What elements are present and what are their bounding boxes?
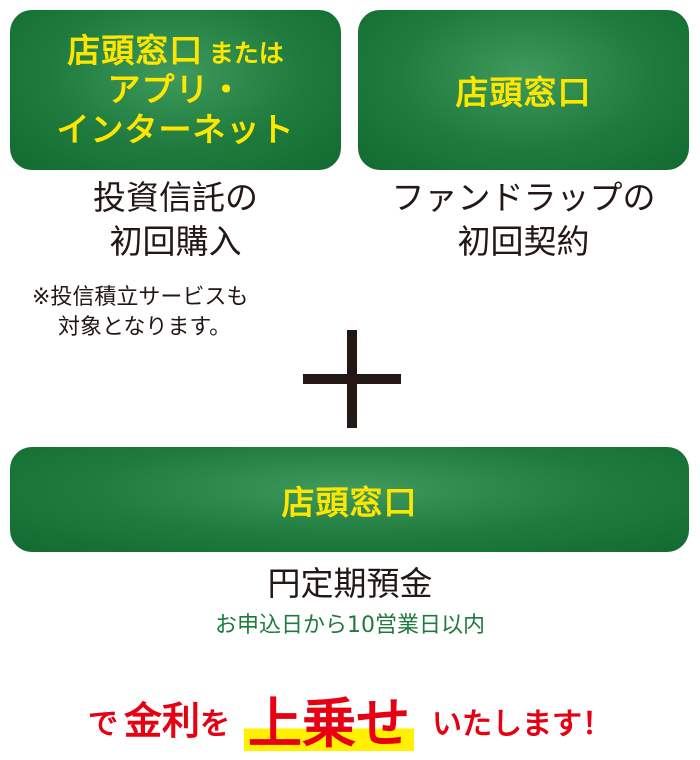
- benefit-tail: いたします！: [432, 707, 612, 742]
- channel-store-label-bottom: 店頭窓口: [281, 482, 418, 522]
- fund-note: ※投信積立サービスも 対象となります。: [32, 283, 332, 343]
- channel-store-label-right: 店頭窓口: [455, 73, 592, 112]
- fund-note-line1: ※投信積立サービスも: [32, 285, 249, 310]
- benefit-interest: 金利: [123, 699, 200, 743]
- channel-box-store: 店頭窓口: [358, 10, 689, 170]
- condition-fund-purchase: 投資信託の 初回購入: [10, 176, 341, 263]
- channel-store-label: 店頭窓口: [67, 30, 204, 70]
- deposit-note: お申込日から10営業日以内: [215, 613, 485, 638]
- benefit-bonus-highlight: 上乗せ: [244, 697, 414, 751]
- deposit-title: 円定期預金: [267, 564, 433, 603]
- benefit-message: で 金利 を 上乗せ いたします！: [0, 690, 700, 751]
- fund-note-line2: 対象となります。: [58, 314, 232, 340]
- condition-fund-line1: 投資信託の: [93, 178, 258, 217]
- condition-wrap-line1: ファンドラップの: [391, 178, 656, 217]
- condition-wrap-line2: 初回契約: [457, 221, 590, 261]
- condition-fund-line2: 初回購入: [109, 221, 242, 261]
- channel-internet-label: インターネット: [56, 109, 295, 149]
- channel-or-label: または: [208, 38, 284, 68]
- channel-app-label: アプリ・: [107, 70, 244, 110]
- channel-box-store-deposit: 店頭窓口: [10, 447, 689, 552]
- channel-box-app-internet: 店頭窓口 または アプリ・ インターネット: [10, 10, 341, 170]
- plus-icon: [303, 330, 401, 428]
- channel-line-1: 店頭窓口 または: [67, 31, 284, 71]
- benefit-de: で: [87, 707, 118, 742]
- condition-fund-wrap: ファンドラップの 初回契約: [358, 176, 689, 263]
- benefit-wo: を: [200, 707, 230, 742]
